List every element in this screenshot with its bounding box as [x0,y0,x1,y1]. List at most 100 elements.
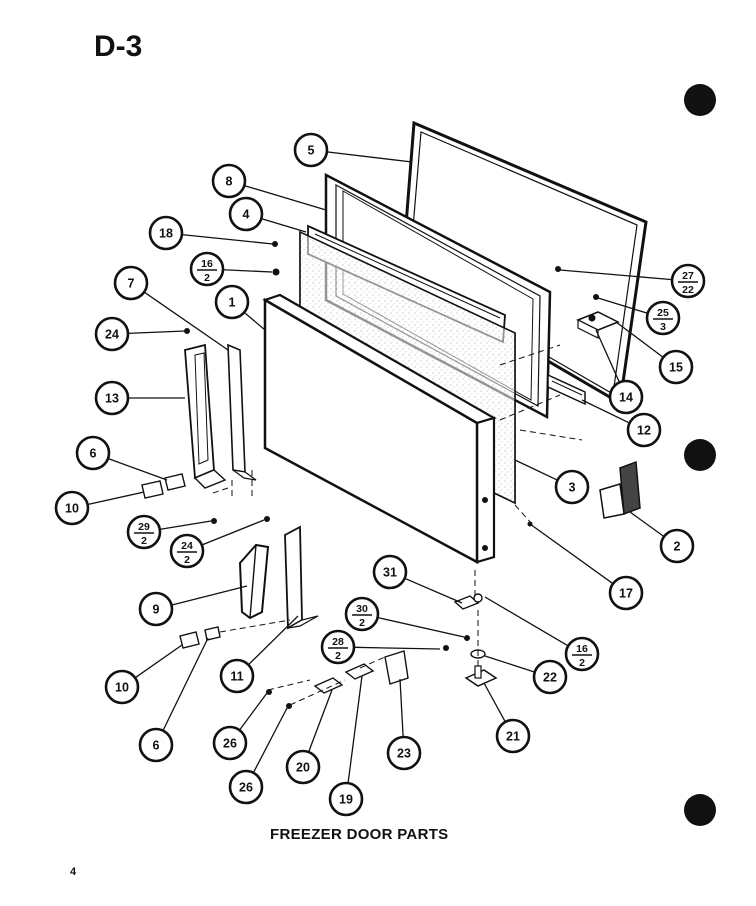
callout-26: 26 [212,692,268,761]
callout-24: 24 [94,316,186,352]
part-15-hinge-plate [576,311,620,339]
callout-circle [138,591,174,627]
callout-quantity: 2 [579,657,585,669]
binder-holes [684,84,716,826]
part-10-plug-upper [141,480,164,499]
part-1-door-panel [262,293,497,565]
callout-leader [559,269,673,281]
callout-number: 31 [383,566,397,580]
part-20-19-23-hinge-set [313,650,409,694]
callout-20: 20 [285,689,333,785]
callout-circle [212,725,248,761]
callout-circle [138,727,174,763]
callout-5: 5 [293,132,413,168]
callout-26: 26 [228,707,288,805]
callout-number: 24 [181,540,193,552]
callout-leader [484,596,569,647]
callout-number: 10 [65,502,79,516]
callout-circle [495,718,531,754]
callout-leader [353,646,441,650]
callout-number: 7 [128,277,135,291]
callout-number: 14 [619,391,633,405]
callout-leader [514,459,558,481]
callout-circle [189,251,225,287]
callout-15: 15 [615,321,694,385]
part-6-cap-lower [204,626,221,641]
part-drawings [141,84,716,826]
callout-number: 12 [637,424,651,438]
callout-circle [608,379,644,415]
assembly-guides [209,344,583,706]
callout-leader [162,637,209,731]
callout-circle [75,435,111,471]
callout-number: 22 [543,671,557,685]
callout-leader [222,269,273,273]
callout-number: 6 [90,447,97,461]
callout-21: 21 [483,682,531,754]
part-7-trim [227,343,257,481]
callout-leader [134,644,183,679]
callout-leader [247,615,299,666]
part-2-hinge-bracket [599,460,641,519]
callout-leader [404,577,463,604]
callout-number: 24 [105,328,119,342]
callout-leader [597,297,648,314]
callout-25-qty-3: 253 [597,297,681,336]
callout-leader [159,520,212,531]
callout-leader [308,689,333,753]
callout-16-qty-2: 162 [484,596,600,672]
callout-31: 31 [372,554,463,604]
callout-circle [645,300,681,336]
callout-number: 15 [669,361,683,375]
callout-leader [484,655,535,673]
callout-circle [126,514,162,550]
callout-16-qty-2: 162 [189,251,273,287]
callout-circle [214,284,250,320]
callout-circle [169,533,205,569]
callout-9: 9 [138,585,248,627]
callout-number: 8 [226,175,233,189]
callout-leader [244,184,327,211]
callout-leader [181,233,274,245]
callout-number: 26 [223,737,237,751]
callout-12: 12 [581,399,662,448]
callout-10: 10 [104,644,183,705]
callout-circle [608,575,644,611]
callout-number: 29 [138,521,150,533]
callout-number: 6 [153,739,160,753]
callout-number: 13 [105,392,119,406]
callout-leader [238,692,268,731]
callout-circle [148,215,184,251]
callout-circle [658,349,694,385]
callout-circle [54,490,90,526]
callout-circle [554,469,590,505]
callout-quantity: 22 [682,284,694,296]
callout-number: 20 [296,761,310,775]
part-13-bracket [184,343,227,489]
callout-19: 19 [328,675,364,817]
callout-number: 21 [506,730,520,744]
callout-8: 8 [211,163,327,211]
callout-number: 26 [239,781,253,795]
callout-leader [87,491,145,506]
callout-10: 10 [54,490,145,526]
callout-13: 13 [94,380,185,416]
callout-number: 27 [682,270,694,282]
part-9-handle [238,543,270,620]
part-12-rail [547,373,586,406]
callout-number: 3 [569,481,576,495]
callout-leader [243,311,266,331]
callout-leader [143,291,229,351]
sheet-id: D-3 [94,30,143,63]
callout-22: 22 [484,655,568,695]
callout-circle [564,636,600,672]
callout-11: 11 [219,615,299,694]
callout-number: 23 [397,747,411,761]
callout-number: 11 [230,670,243,684]
callout-6: 6 [138,637,209,763]
callout-leader [595,329,621,383]
callout-quantity: 2 [204,272,210,284]
callout-7: 7 [113,265,229,351]
